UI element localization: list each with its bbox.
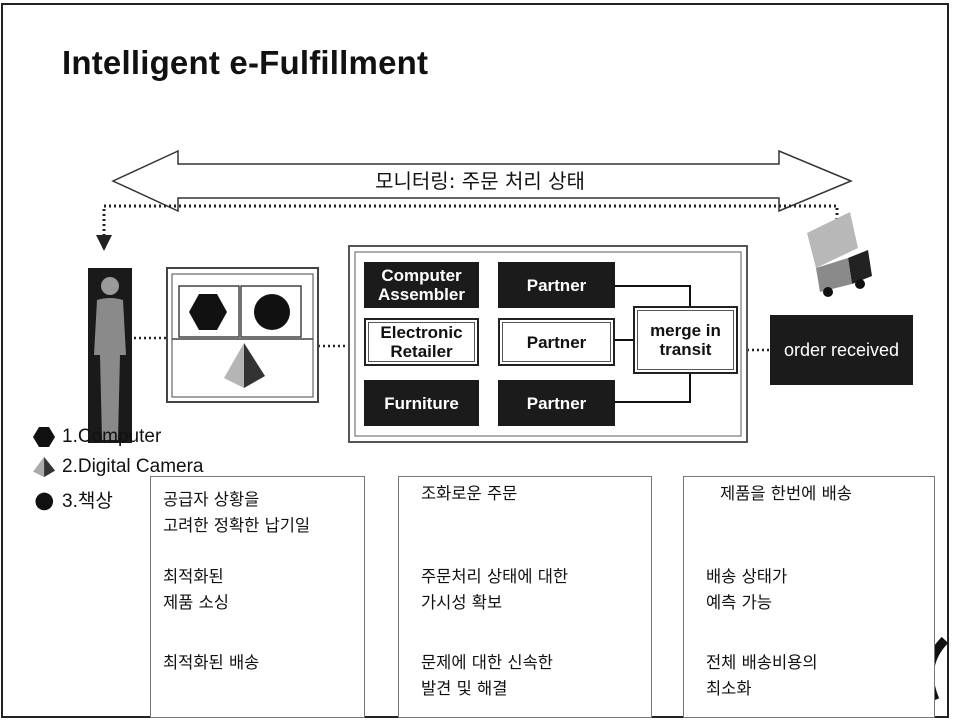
benefit-panel-1: 공급자 상황을 고려한 정확한 납기일 최적화된 제품 소싱 최적화된 배송 xyxy=(150,476,365,718)
legend-item-camera: 2.Digital Camera xyxy=(30,456,204,478)
furniture-box: Furniture xyxy=(364,380,479,426)
monitoring-arrow xyxy=(111,149,853,213)
panel-line: 문제에 대한 신속한 xyxy=(421,653,553,672)
monitoring-label: 모니터링: 주문 처리 상태 xyxy=(375,169,585,193)
legend-item-desk: 3.책상 xyxy=(30,486,113,513)
panel-line: 고려한 정확한 납기일 xyxy=(163,516,311,535)
customer-silhouette xyxy=(88,268,132,443)
panel-line: 가시성 확보 xyxy=(421,593,503,612)
electronic-retailer-box: Electronic Retailer xyxy=(364,318,479,366)
computer-assembler-box: Computer Assembler xyxy=(364,262,479,308)
panel-line: 발견 및 해결 xyxy=(421,679,508,698)
connector-partner3-merge xyxy=(615,373,691,403)
panel-line: 주문처리 상태에 대한 xyxy=(421,567,569,586)
panel-line: 예측 가능 xyxy=(706,593,772,612)
truck-icon xyxy=(807,212,872,297)
panel-line: 최적화된 xyxy=(163,567,224,586)
slide-title: Intelligent e-Fulfillment xyxy=(62,44,429,81)
partner-box-3: Partner xyxy=(498,380,615,426)
panel-line: 배송 상태가 xyxy=(706,567,788,586)
merge-in-transit-box: merge in transit xyxy=(633,306,738,374)
panel-line: 제품을 한번에 배송 xyxy=(720,484,852,503)
product-shelf xyxy=(166,267,319,403)
partner-box-1: Partner xyxy=(498,262,615,308)
feedback-dotted-line xyxy=(102,204,839,250)
benefit-panel-3: 제품을 한번에 배송 배송 상태가 예측 가능 전체 배송비용의 최소화 xyxy=(683,476,935,718)
connector-partner1-merge xyxy=(615,285,691,308)
benefit-panel-2: 조화로운 주문 주문처리 상태에 대한 가시성 확보 문제에 대한 신속한 발견… xyxy=(398,476,652,718)
hexagon-icon xyxy=(189,294,227,330)
circle-icon xyxy=(35,492,54,510)
feedback-arrowhead xyxy=(96,235,112,251)
order-received-box: order received xyxy=(770,315,913,385)
panel-line: 최적화된 배송 xyxy=(163,653,260,672)
hexagon-icon xyxy=(33,427,55,447)
partner-box-2: Partner xyxy=(498,318,615,366)
panel-line: 제품 소싱 xyxy=(163,593,229,612)
legend-item-computer: 1.Computer xyxy=(30,426,161,448)
panel-line: 전체 배송비용의 xyxy=(706,653,818,672)
panel-line: 조화로운 주문 xyxy=(421,484,518,503)
legend-label: 1.Computer xyxy=(62,426,162,447)
panel-line: 공급자 상황을 xyxy=(163,490,260,509)
panel-line: 최소화 xyxy=(706,679,752,698)
legend-label: 2.Digital Camera xyxy=(62,456,204,477)
legend-label: 3.책상 xyxy=(62,491,113,512)
circle-icon xyxy=(254,294,290,330)
pyramid-icon xyxy=(33,456,56,478)
pyramid-icon xyxy=(224,343,265,388)
